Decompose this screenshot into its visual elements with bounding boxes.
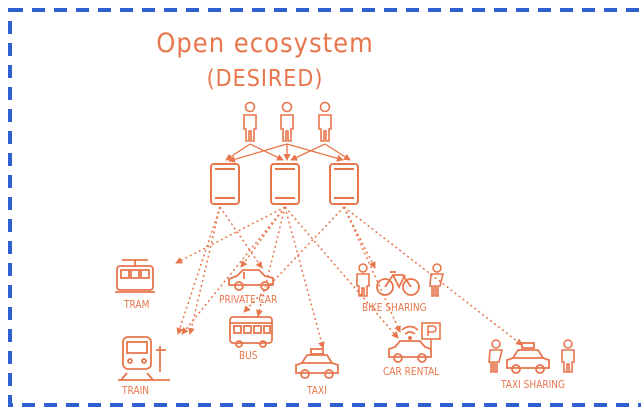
train-icon — [118, 336, 170, 381]
label-tram: TRAM — [124, 298, 150, 311]
taxi-sharing-person-right-icon — [561, 339, 575, 373]
phone-3-smartphone-icon — [329, 163, 359, 205]
user-2-person-icon — [280, 101, 294, 142]
user-1-person-icon — [243, 101, 257, 142]
tram-icon — [115, 259, 155, 293]
diagram-title: Open ecosystem — [156, 28, 374, 59]
taxi-sharing-person-left-icon — [488, 339, 504, 373]
user-to-phone-arrows — [225, 143, 351, 163]
user-3-person-icon — [318, 101, 332, 142]
diagram-subtitle: (DESIRED) — [206, 66, 324, 92]
bus-icon — [229, 316, 273, 348]
car-rental-car-icon — [388, 340, 432, 363]
taxi-icon — [295, 348, 339, 379]
private-car-icon — [228, 269, 274, 291]
parking-icon — [421, 322, 441, 349]
wifi-icon — [401, 325, 419, 340]
label-taxi: TAXI — [307, 384, 327, 397]
phone-2-smartphone-icon — [270, 163, 300, 205]
taxi-sharing-taxi-icon — [506, 342, 550, 374]
label-private-car: PRIVATE CAR — [219, 293, 278, 306]
bike-sharing-person-right-icon — [429, 263, 445, 297]
phone-to-mode-arrows — [175, 206, 523, 349]
bike-sharing-person-left-icon — [356, 263, 370, 297]
label-bike-sharing: BIKE SHARING — [362, 301, 427, 314]
label-car-rental: CAR RENTAL — [383, 365, 440, 378]
bicycle-icon — [376, 271, 420, 296]
label-taxi-sharing: TAXI SHARING — [501, 378, 566, 391]
label-bus: BUS — [239, 349, 258, 362]
label-train: TRAIN — [122, 384, 149, 397]
phone-1-smartphone-icon — [210, 163, 240, 205]
